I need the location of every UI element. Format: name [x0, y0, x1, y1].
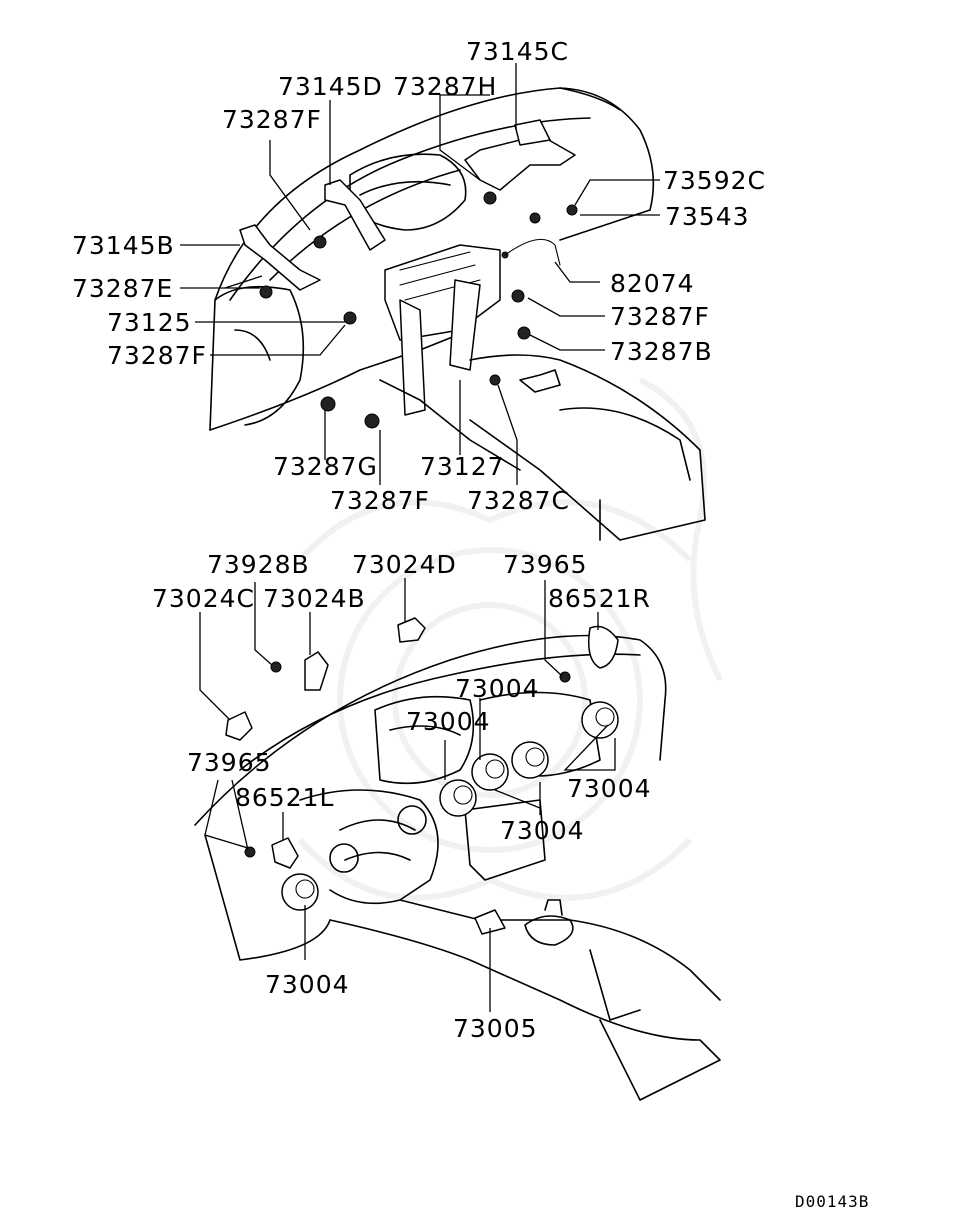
label-86521r: 86521R	[548, 584, 651, 613]
label-73287b: 73287B	[610, 337, 713, 366]
upper-leader-lines	[180, 63, 660, 485]
lower-labels: 73928B 73024D 73965 73024C 73024B 86521R…	[152, 550, 652, 1043]
label-73145d: 73145D	[278, 72, 383, 101]
label-73004-left: 73004	[265, 970, 350, 999]
label-82074: 82074	[610, 269, 695, 298]
label-73004-upper-center: 73004	[455, 674, 540, 703]
label-73024c: 73024C	[152, 584, 255, 613]
label-73004-right: 73004	[567, 774, 652, 803]
label-73287f-right: 73287F	[610, 302, 710, 331]
lower-dashboard-drawing	[194, 617, 721, 1101]
label-73287f-left: 73287F	[107, 341, 207, 370]
label-73965-left: 73965	[187, 748, 272, 777]
label-73145c: 73145C	[466, 37, 569, 66]
label-73287f-bottom: 73287F	[330, 486, 430, 515]
label-73004-center: 73004	[500, 816, 585, 845]
label-73004-left-center: 73004	[406, 707, 491, 736]
label-73287c: 73287C	[467, 486, 570, 515]
label-73024b: 73024B	[263, 584, 366, 613]
label-73005: 73005	[453, 1014, 538, 1043]
lower-leader-lines	[199, 578, 616, 1012]
label-73145b: 73145B	[72, 231, 175, 260]
upper-dashboard-drawing	[209, 87, 706, 541]
label-73024d: 73024D	[352, 550, 457, 579]
label-73543: 73543	[665, 202, 750, 231]
label-73592c: 73592C	[663, 166, 766, 195]
diagram-code: D00143B	[795, 1192, 869, 1210]
label-73287h: 73287H	[393, 72, 497, 101]
label-73928b: 73928B	[207, 550, 310, 579]
label-86521l: 86521L	[235, 783, 334, 812]
label-73965-right: 73965	[503, 550, 588, 579]
label-73287f-top: 73287F	[222, 105, 322, 134]
upper-labels: 73145C 73145D 73287H 73287F 73592C 73543…	[72, 37, 766, 515]
label-73125: 73125	[107, 308, 192, 337]
label-73127: 73127	[420, 452, 505, 481]
label-73287g: 73287G	[273, 452, 378, 481]
label-73287e: 73287E	[72, 274, 173, 303]
watermark-emblem	[297, 377, 723, 901]
